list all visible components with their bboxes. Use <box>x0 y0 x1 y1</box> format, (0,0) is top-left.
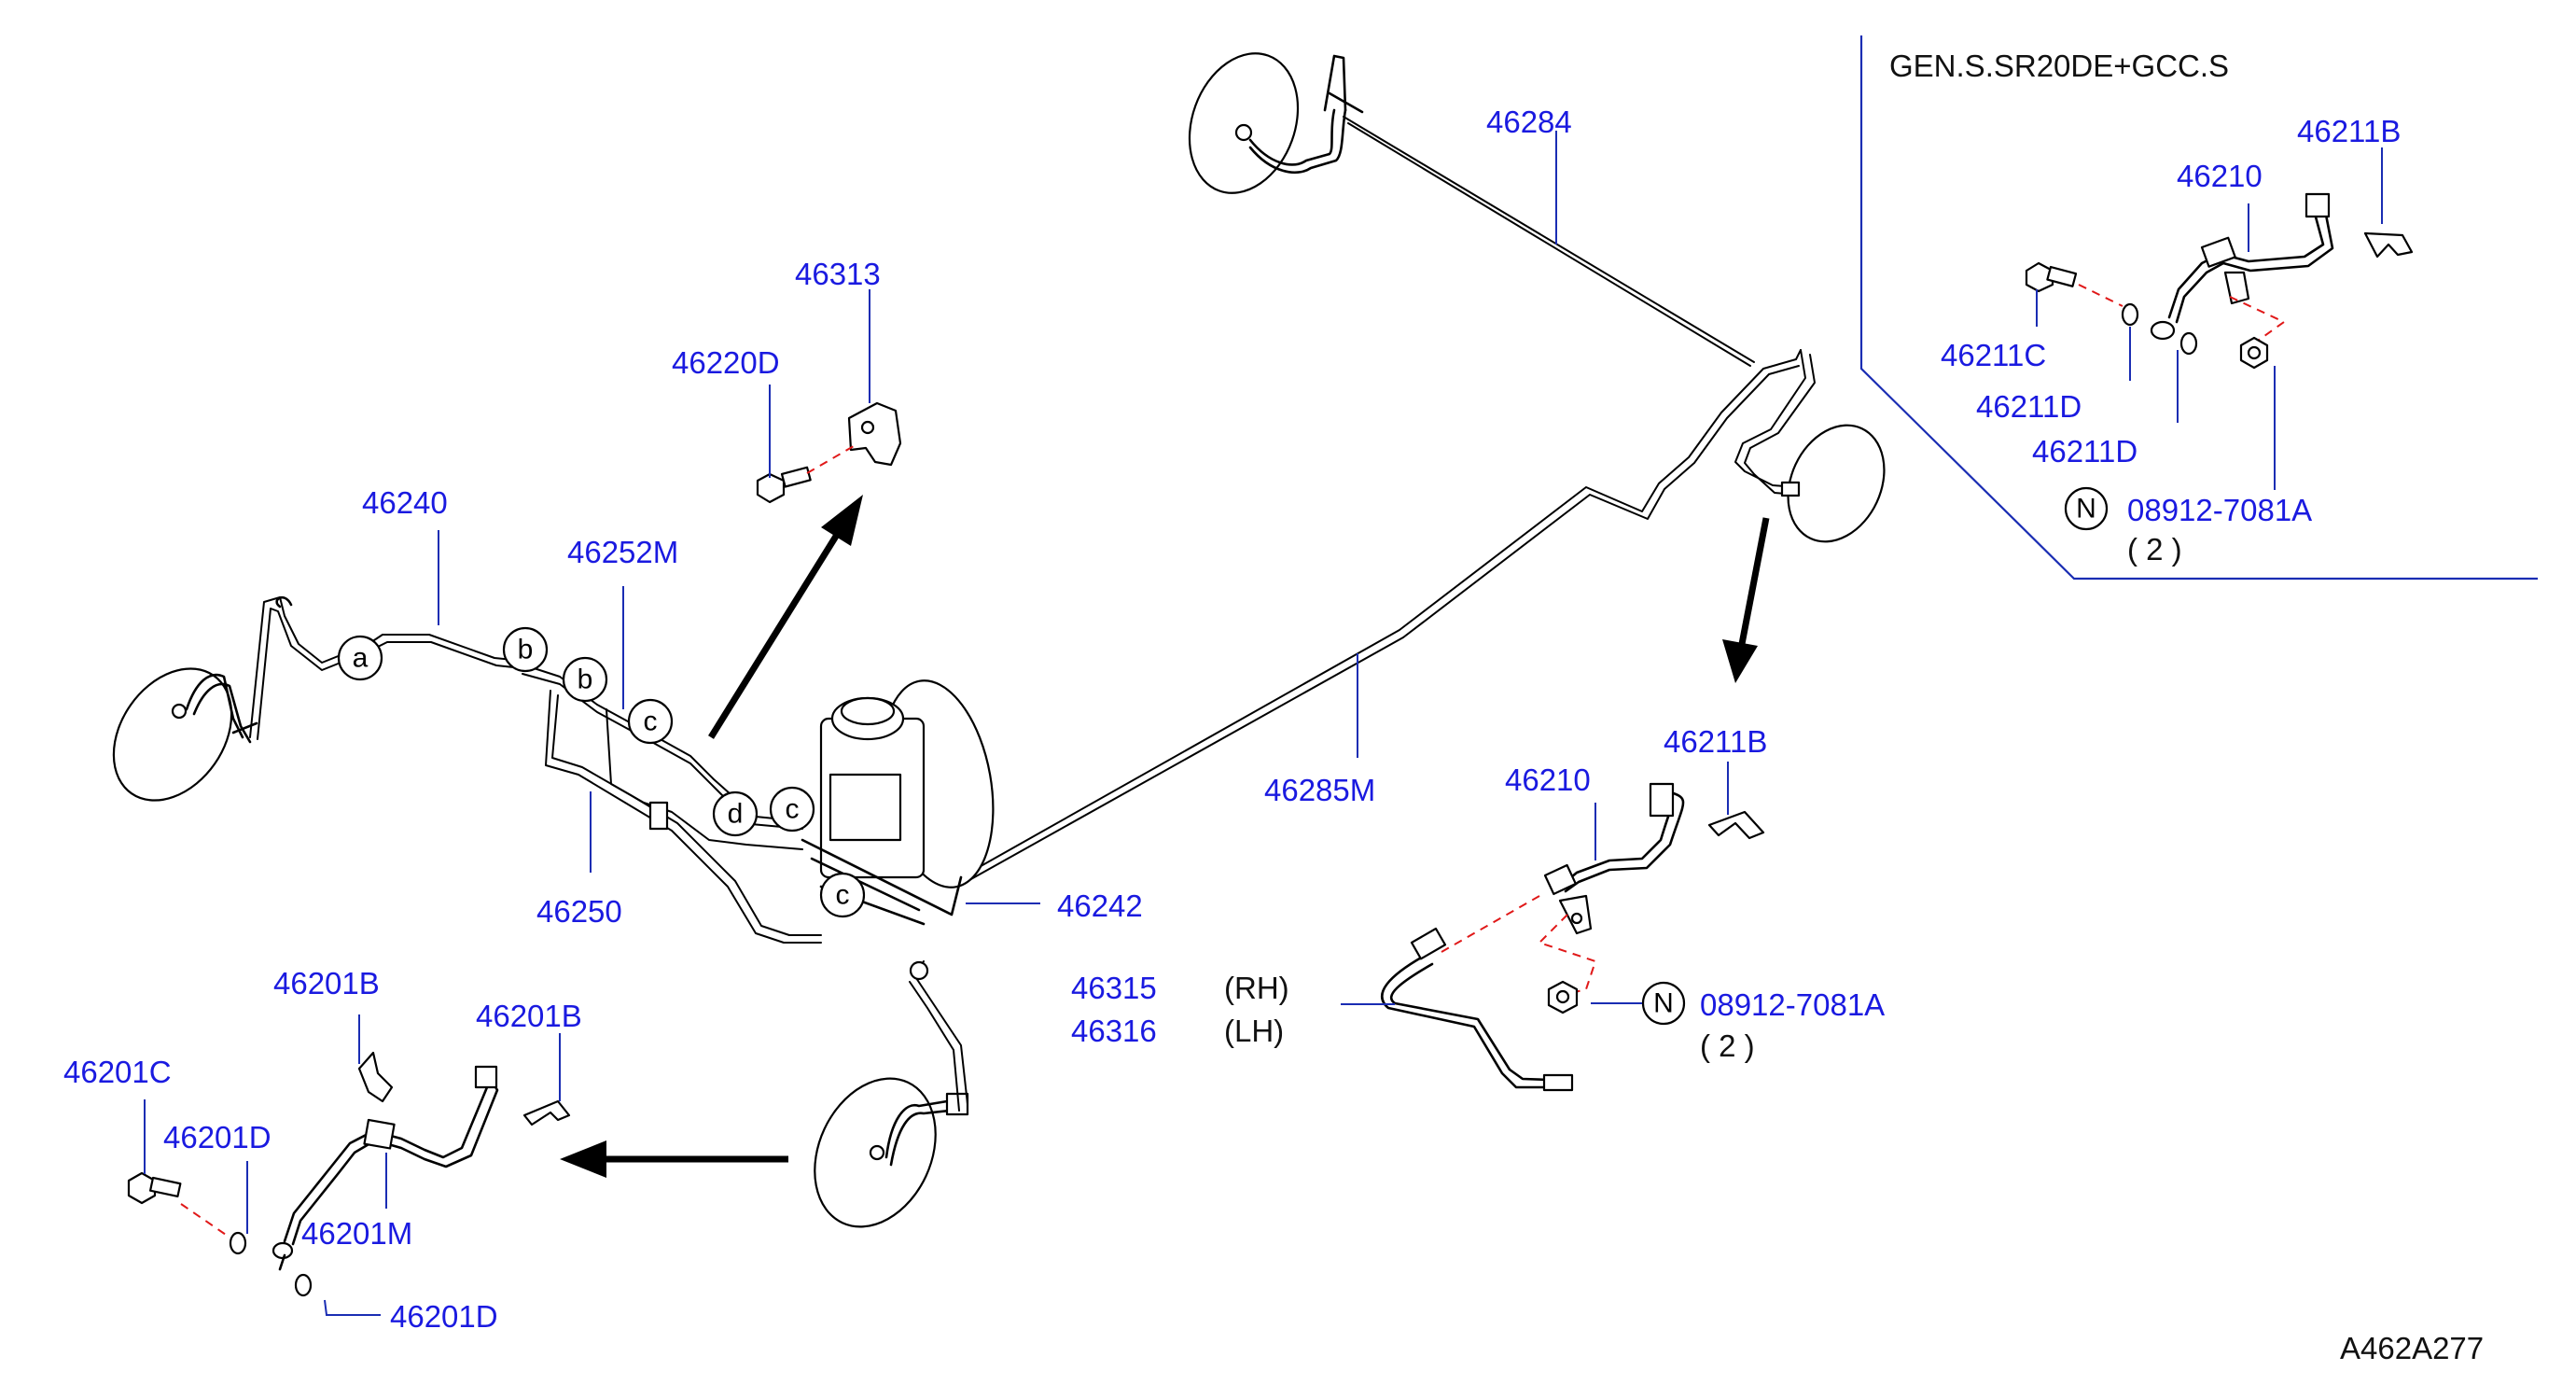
label-46284: 46284 <box>1486 105 1572 139</box>
pipe-46250 <box>545 690 822 944</box>
label-08912-inset: 08912-7081A <box>2127 493 2312 527</box>
washer-46201D-b <box>294 1273 313 1297</box>
label-46240: 46240 <box>362 485 448 520</box>
front-bolt-dash <box>180 1203 230 1238</box>
front-left-brake-disc <box>814 960 969 1228</box>
label-46201C: 46201C <box>63 1055 172 1089</box>
washer-46211D-a <box>2121 302 2139 327</box>
callout-d: d <box>712 790 759 837</box>
callout-a: a <box>337 635 383 681</box>
inset-nut-dash <box>2229 296 2286 342</box>
nut-08912-inset <box>2239 336 2269 370</box>
label-46201B-b: 46201B <box>476 999 582 1033</box>
label-46316: 46316 <box>1071 1014 1157 1048</box>
clip-46211B-inset <box>2363 231 2414 259</box>
label-08912-main: 08912-7081A <box>1700 987 1885 1022</box>
label-46201B-a: 46201B <box>273 966 380 1000</box>
pipe-46284 <box>1343 116 1755 367</box>
label-46211D-a: 46211D <box>1976 389 2082 424</box>
label-46211D-b: 46211D <box>2032 434 2137 469</box>
label-qty-inset: ( 2 ) <box>2127 532 2182 567</box>
clip-46211B-main <box>1707 810 1765 840</box>
bolt-46220D-dash <box>806 445 855 474</box>
rear-left-brake-disc <box>1780 424 1886 543</box>
label-46201D-b: 46201D <box>390 1299 498 1334</box>
callout-b-2: b <box>562 656 608 703</box>
label-46210-main: 46210 <box>1505 762 1591 797</box>
svg-text:b: b <box>578 665 593 695</box>
label-rh: (RH) <box>1224 971 1289 1005</box>
clip-46201B-b <box>522 1099 571 1126</box>
svg-text:a: a <box>353 643 369 674</box>
rear-hose-46210 <box>1543 782 1685 935</box>
pipe-46240 <box>249 595 523 740</box>
washer-46211D-b <box>2179 331 2198 356</box>
inset-bolt-dash <box>2078 284 2123 307</box>
arrow-to-rear-hose <box>1722 517 1770 683</box>
rear-hose-dash-1 <box>1441 895 1540 953</box>
label-46285M: 46285M <box>1264 773 1375 807</box>
label-qty-main: ( 2 ) <box>1700 1028 1755 1063</box>
label-46201D-a: 46201D <box>163 1120 272 1154</box>
inset-frame <box>1859 35 2538 581</box>
label-46211C: 46211C <box>1941 338 2046 372</box>
n-callout-inset: N <box>2064 486 2109 531</box>
clip-46201B-a <box>357 1051 394 1103</box>
brake-master-cylinder <box>801 679 995 926</box>
svg-text:N: N <box>2076 494 2096 525</box>
label-46211B-inset: 46211B <box>2297 114 2401 148</box>
inset-hose-46210 <box>2150 192 2334 341</box>
rear-right-brake-disc <box>1188 52 1364 194</box>
label-46315: 46315 <box>1071 971 1157 1005</box>
callout-c-2: c <box>769 786 815 832</box>
svg-text:c: c <box>836 880 850 911</box>
rear-hose-46315-46316 <box>1381 927 1574 1092</box>
bracket-46313 <box>847 401 902 467</box>
svg-text:d: d <box>728 799 744 830</box>
label-46250: 46250 <box>536 894 622 929</box>
callout-b-1: b <box>502 626 549 673</box>
washer-46201D-a <box>229 1231 247 1255</box>
front-right-brake-disc <box>112 667 258 802</box>
n-callout-main: N <box>1641 981 1686 1026</box>
nut-08912-main <box>1547 980 1579 1014</box>
label-46242: 46242 <box>1057 888 1143 923</box>
leader-lines <box>144 131 2383 1316</box>
label-46220D: 46220D <box>672 345 780 380</box>
svg-text:N: N <box>1653 988 1674 1019</box>
front-hose-46201M <box>272 1065 499 1271</box>
label-46211B-main: 46211B <box>1664 724 1767 759</box>
label-46252M: 46252M <box>567 535 678 569</box>
svg-text:c: c <box>644 706 658 737</box>
arrow-to-bracket <box>708 495 863 739</box>
variant-title: GEN.S.SR20DE+GCC.S <box>1889 49 2229 83</box>
callout-c-3: c <box>819 872 866 918</box>
bolt-46201C <box>127 1171 182 1205</box>
bolt-46220D <box>756 466 812 504</box>
arrow-to-front-hose <box>560 1140 788 1178</box>
diagram-code: A462A277 <box>2340 1331 2484 1365</box>
label-46313: 46313 <box>795 257 881 291</box>
svg-text:b: b <box>518 635 534 665</box>
label-46201M: 46201M <box>301 1216 412 1251</box>
label-lh: (LH) <box>1224 1014 1284 1048</box>
rear-hose-dash-2 <box>1538 914 1597 995</box>
callout-c-1: c <box>627 698 674 745</box>
bolt-46211C <box>2025 261 2078 293</box>
svg-text:c: c <box>786 794 800 825</box>
pipe-46285M <box>960 349 1816 886</box>
label-46210-inset: 46210 <box>2177 159 2263 193</box>
